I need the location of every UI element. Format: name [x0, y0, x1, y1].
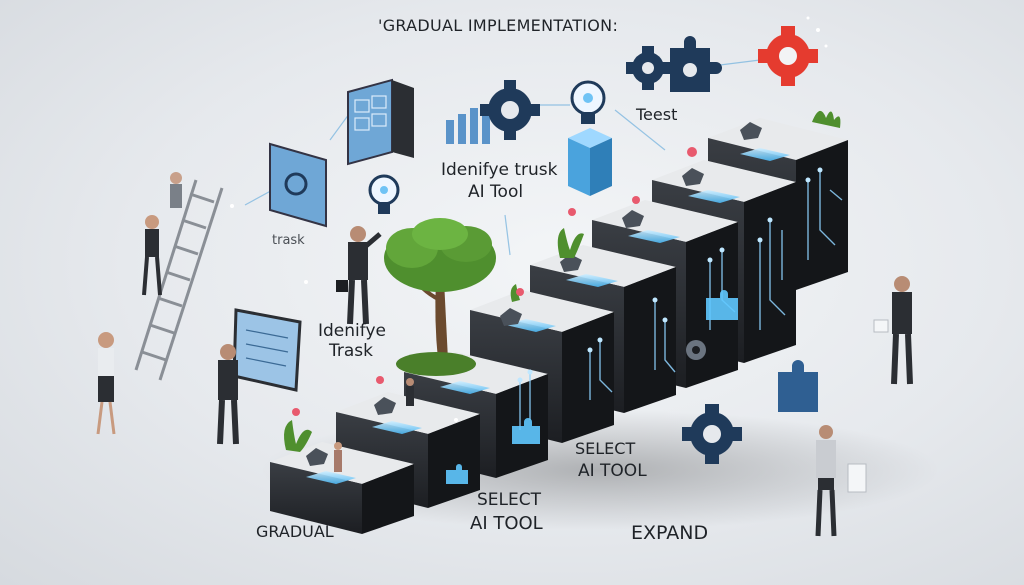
screen-panel-top [347, 78, 414, 166]
tree-icon [384, 218, 496, 376]
floor-marker [847, 463, 867, 493]
label-select-right-1: SELECT [575, 439, 636, 458]
gear-red-icon [758, 26, 818, 86]
label-select-bottom-1: SELECT [477, 490, 541, 510]
label-gradual: GRADUAL [256, 522, 334, 541]
rubble [306, 122, 762, 466]
person-icon [96, 172, 913, 537]
gear-icon [626, 46, 670, 90]
puzzle-icon [670, 36, 722, 92]
sparkles [230, 16, 828, 422]
gear-icon [686, 340, 706, 360]
label-select-right-2: AI TOOL [578, 461, 647, 481]
puzzle-icon [778, 360, 818, 412]
plant-icon [284, 110, 841, 452]
gear-icon [682, 404, 742, 464]
label-expand: EXPAND [631, 522, 709, 544]
label-identify-mid-1: Idenifye [318, 321, 386, 341]
circuit-nodes [517, 167, 823, 383]
label-test: Teest [636, 105, 678, 124]
label-trask-small: trask [272, 233, 305, 248]
gear-icon [480, 80, 540, 140]
puzzle-icon [446, 290, 738, 484]
staircase [270, 118, 848, 534]
tablet-screen [232, 308, 302, 392]
ladder-icon [134, 179, 224, 381]
glowing-cube [568, 128, 612, 196]
bar-chart-icon [446, 108, 490, 144]
lightbulb-icon [368, 174, 400, 214]
label-identify-mid-2: Trask [329, 341, 373, 361]
label-ai-tool-top: AI Tool [468, 182, 524, 202]
screen-panel-left [269, 142, 327, 228]
label-identify-task-top: Idenifye trusk [441, 160, 558, 180]
page-title: 'GRADUAL IMPLEMENTATION: [378, 16, 619, 35]
label-select-bottom-2: AI TOOL [470, 513, 543, 534]
circuit-pattern-icon [519, 170, 843, 430]
lightbulb-icon [570, 80, 606, 124]
